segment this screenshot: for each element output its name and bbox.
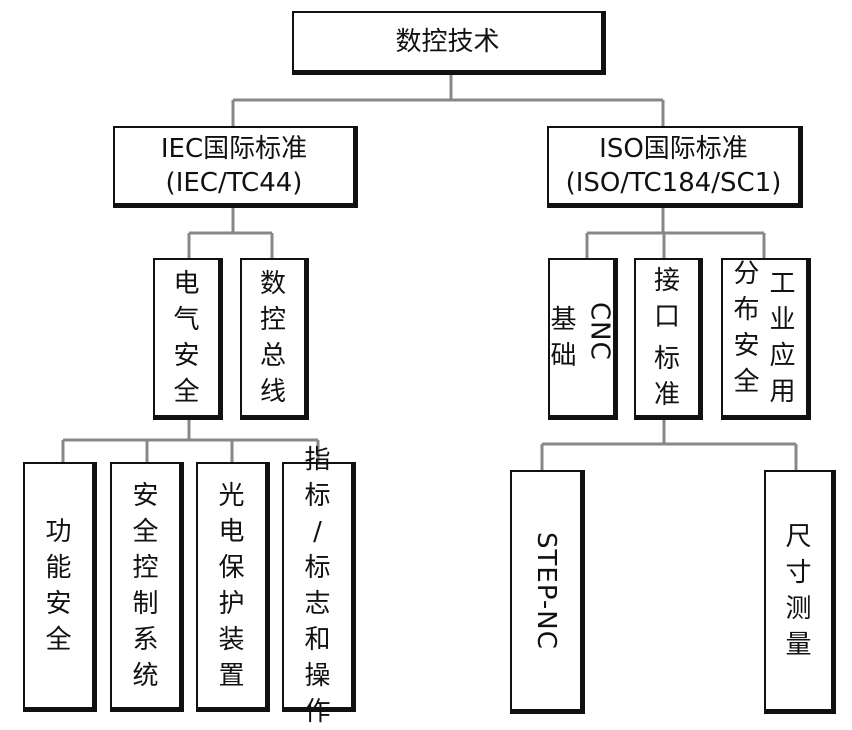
- glyph: 气: [173, 304, 200, 335]
- glyph: 控: [132, 552, 159, 583]
- safety-control-label: 安全控制系统: [131, 478, 161, 694]
- iec-node: IEC国际标准 (IEC/TC44): [113, 126, 358, 208]
- root-label: 数控技术: [395, 26, 500, 57]
- functional-safety-node: 功能安全: [23, 462, 97, 712]
- photoelectric-protection-node: 光电保护装置: [196, 462, 270, 712]
- iso-label-line2: (ISO/TC184/SC1): [565, 167, 782, 198]
- glyph: 布: [733, 294, 760, 325]
- iso-node: ISO国际标准 (ISO/TC184/SC1): [547, 126, 803, 208]
- distributed-safety-label: 分布安全: [732, 256, 762, 410]
- step-nc-label: STEP-NC: [531, 531, 561, 650]
- glyph: 分: [733, 258, 760, 289]
- glyph: 电: [218, 516, 245, 547]
- interface-standard-label: 接口 标准: [652, 263, 682, 413]
- glyph: 准: [653, 379, 680, 410]
- glyph: 测: [785, 593, 812, 624]
- glyph: 制: [132, 588, 159, 619]
- glyph: 统: [132, 660, 159, 691]
- glyph: 全: [132, 516, 159, 547]
- glyph: 口: [653, 301, 680, 332]
- glyph: 护: [218, 588, 245, 619]
- glyph: 线: [259, 376, 286, 407]
- iec-label-line2: (IEC/TC44): [165, 167, 303, 198]
- glyph: 操: [304, 660, 331, 691]
- glyph: 标: [304, 552, 331, 583]
- interface-label-a: 接口: [652, 263, 682, 335]
- glyph: 全: [173, 376, 200, 407]
- nc-bus-label: 数控总线: [258, 266, 288, 410]
- glyph: 指: [304, 444, 331, 475]
- glyph: 工: [769, 268, 796, 299]
- indicator-marking-node: 指标/标志和操作: [282, 445, 356, 727]
- glyph: 接: [653, 265, 680, 296]
- glyph: 应: [769, 340, 796, 371]
- indicator-marking-label: 指标/标志和操作: [303, 442, 333, 730]
- glyph: 安: [733, 330, 760, 361]
- glyph: 光: [218, 480, 245, 511]
- glyph: 数: [259, 268, 286, 299]
- glyph: 用: [769, 376, 796, 407]
- glyph: 础: [550, 340, 577, 371]
- glyph: 尺: [785, 521, 812, 552]
- interface-standard-node: 接口 标准: [634, 258, 703, 420]
- glyph: 全: [733, 366, 760, 397]
- glyph: 量: [785, 629, 812, 660]
- iec-label-line1: IEC国际标准: [160, 133, 308, 164]
- glyph: 业: [769, 304, 796, 335]
- glyph: 标: [653, 343, 680, 374]
- industrial-application-node: 工业应用 分布安全: [721, 258, 811, 420]
- dimension-measurement-node: 尺寸测量: [764, 470, 836, 714]
- industrial-application-label: 工业应用: [768, 266, 798, 410]
- functional-safety-label: 功能安全: [44, 514, 74, 658]
- nc-bus-node: 数控总线: [240, 258, 309, 420]
- glyph: 作: [304, 696, 331, 727]
- cnc-basic-label-b: 基础: [549, 302, 579, 374]
- glyph: 和: [304, 624, 331, 655]
- cnc-basic-label-a: CNC: [584, 301, 615, 361]
- glyph: 控: [259, 304, 286, 335]
- root-node: 数控技术: [292, 11, 606, 75]
- electrical-safety-label: 电气安全: [172, 266, 202, 410]
- glyph: 志: [304, 588, 331, 619]
- glyph: 置: [218, 660, 245, 691]
- iso-label-line1: ISO国际标准: [599, 133, 748, 164]
- glyph: 安: [45, 588, 72, 619]
- electrical-safety-node: 电气安全: [153, 258, 223, 420]
- glyph: 功: [45, 516, 72, 547]
- glyph: 电: [173, 268, 200, 299]
- glyph: 寸: [785, 557, 812, 588]
- safety-control-node: 安全控制系统: [110, 462, 184, 712]
- photoelectric-protection-label: 光电保护装置: [217, 478, 247, 694]
- glyph: 全: [45, 624, 72, 655]
- glyph: 安: [173, 340, 200, 371]
- interface-label-b: 标准: [652, 341, 682, 413]
- glyph: /: [313, 516, 322, 547]
- step-nc-node: STEP-NC: [510, 470, 585, 714]
- dimension-measurement-label: 尺寸测量: [784, 519, 814, 663]
- glyph: 标: [304, 480, 331, 511]
- glyph: 装: [218, 624, 245, 655]
- glyph: 安: [132, 480, 159, 511]
- glyph: 基: [550, 304, 577, 335]
- cnc-basic-node: CNC 基础: [548, 258, 618, 420]
- glyph: 能: [45, 552, 72, 583]
- glyph: 保: [218, 552, 245, 583]
- glyph: 系: [132, 624, 159, 655]
- glyph: 总: [259, 340, 286, 371]
